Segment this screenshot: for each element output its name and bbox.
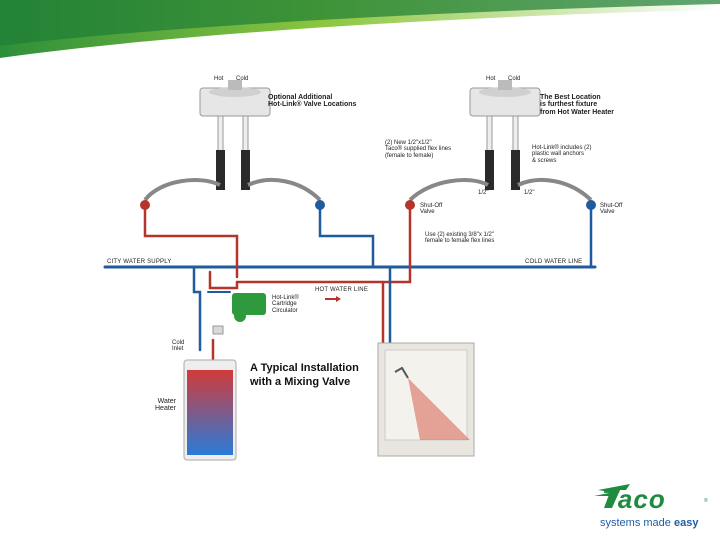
right-fixture-caption: The Best Location is furthest fixture fr… (540, 94, 615, 116)
water-heater-icon (183, 359, 237, 461)
taco-logo (594, 484, 630, 508)
cold-inlet-label: Cold Inlet (172, 340, 185, 353)
size-right-label: 1/2" (524, 190, 535, 196)
circulator-label: Hot-Link® Cartridge Circulator (272, 295, 299, 314)
brand-tagline: systems made easy (600, 517, 698, 529)
cold-water-line-label: COLD WATER LINE (524, 259, 584, 265)
left-cold-label: Cold (236, 76, 249, 82)
right-sink (408, 80, 593, 202)
shower-enclosure (377, 342, 475, 457)
header-swoosh (0, 0, 720, 58)
faucet-icon (228, 80, 242, 90)
existing-lines-note: Use (2) existing 3/8"x 1/2" female to fe… (425, 232, 495, 245)
left-sink (143, 80, 322, 202)
left-fixture-caption: Optional Additional Hot-Link® Valve Loca… (268, 94, 357, 109)
brand-name: Taco (602, 484, 666, 514)
left-hot-label: Hot (214, 76, 224, 82)
new-lines-note: (2) New 1/2"x1/2" Taco® supplied flex li… (385, 140, 452, 159)
valve-icon (140, 200, 596, 210)
size-left-label: 1/2" (478, 190, 489, 196)
hot-water-line-label: HOT WATER LINE (314, 287, 370, 293)
city-water-supply-label: CITY WATER SUPPLY (106, 259, 173, 265)
right-shutoff-label: Shut-Off Valve (600, 203, 623, 216)
left-shutoff-label: Shut-Off Valve (420, 203, 443, 216)
water-heater-label: Water Heater (155, 398, 177, 413)
includes-note: Hot-Link® includes (2) plastic wall anch… (532, 145, 592, 164)
brand-reg-mark: ® (704, 498, 708, 504)
tagline-prefix: systems made (600, 517, 674, 529)
right-hot-label: Hot (486, 76, 496, 82)
circulator-pump-icon (232, 293, 266, 322)
hot-water-line (143, 208, 239, 279)
valve-icon (216, 150, 225, 190)
right-cold-label: Cold (508, 76, 521, 82)
diagram-title: A Typical Installation with a Mixing Val… (250, 362, 359, 388)
tagline-emphasis: easy (673, 517, 699, 529)
shower-head-icon (394, 366, 409, 379)
